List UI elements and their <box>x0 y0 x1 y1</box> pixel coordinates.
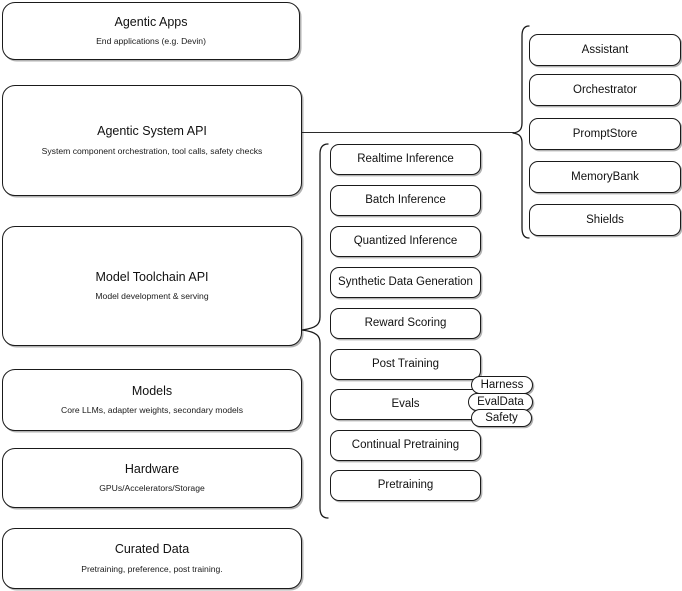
capability-label: Post Training <box>371 358 440 371</box>
layer-subtitle: Model development & serving <box>95 291 209 302</box>
layer-subtitle: System component orchestration, tool cal… <box>41 145 263 156</box>
system-component-label: MemoryBank <box>571 170 639 183</box>
layer-title: Curated Data <box>114 542 190 557</box>
layer-title: Model Toolchain API <box>95 269 209 284</box>
layer-title: Agentic System API <box>97 124 207 139</box>
capability-reward-scoring[interactable]: Reward Scoring <box>330 308 481 339</box>
capability-continual-pretraining[interactable]: Continual Pretraining <box>330 430 481 461</box>
capability-pretraining[interactable]: Pretraining <box>330 470 481 501</box>
system-component-label: Shields <box>586 213 624 226</box>
layer-box-hardware[interactable]: Hardware GPUs/Accelerators/Storage <box>2 448 302 508</box>
layer-subtitle: GPUs/Accelerators/Storage <box>99 483 205 494</box>
layer-subtitle: Pretraining, preference, post training. <box>81 563 223 574</box>
evals-tag-harness[interactable]: Harness <box>471 376 533 394</box>
brace-system-components <box>511 24 531 240</box>
capability-realtime-inference[interactable]: Realtime Inference <box>330 144 481 175</box>
system-component-label: Orchestrator <box>573 83 637 96</box>
layer-title: Hardware <box>124 461 180 476</box>
system-component-memorybank[interactable]: MemoryBank <box>529 161 681 193</box>
capability-synthetic-data-generation[interactable]: Synthetic Data Generation <box>330 267 481 298</box>
brace-toolchain-capabilities <box>300 142 330 520</box>
capability-label: Pretraining <box>377 479 434 492</box>
evals-tag-label: Safety <box>485 411 518 424</box>
capability-label: Quantized Inference <box>353 235 458 248</box>
layer-subtitle: End applications (e.g. Devin) <box>96 36 206 47</box>
system-component-promptstore[interactable]: PromptStore <box>529 118 681 150</box>
layer-box-agentic-apps[interactable]: Agentic Apps End applications (e.g. Devi… <box>2 2 300 60</box>
system-component-assistant[interactable]: Assistant <box>529 34 681 66</box>
capability-label: Reward Scoring <box>364 317 447 330</box>
evals-tag-label: EvalData <box>477 395 524 408</box>
capability-evals[interactable]: Evals <box>330 389 481 420</box>
layer-box-model-toolchain-api[interactable]: Model Toolchain API Model development & … <box>2 226 302 346</box>
system-component-shields[interactable]: Shields <box>529 204 681 236</box>
layer-box-curated-data[interactable]: Curated Data Pretraining, preference, po… <box>2 528 302 589</box>
evals-tag-label: Harness <box>480 378 524 391</box>
system-component-label: PromptStore <box>572 127 638 140</box>
capability-post-training[interactable]: Post Training <box>330 349 481 380</box>
layer-box-agentic-system-api[interactable]: Agentic System API System component orch… <box>2 85 302 196</box>
capability-batch-inference[interactable]: Batch Inference <box>330 185 481 216</box>
layer-title: Models <box>131 383 173 398</box>
system-component-orchestrator[interactable]: Orchestrator <box>529 74 681 106</box>
capability-quantized-inference[interactable]: Quantized Inference <box>330 226 481 257</box>
capability-label: Batch Inference <box>365 194 446 207</box>
capability-label: Evals <box>391 398 420 411</box>
system-component-label: Assistant <box>581 43 629 56</box>
layer-box-models[interactable]: Models Core LLMs, adapter weights, secon… <box>2 369 302 431</box>
capability-label: Realtime Inference <box>357 153 454 166</box>
layer-subtitle: Core LLMs, adapter weights, secondary mo… <box>61 405 243 416</box>
connector-line-system-api-to-components <box>302 132 514 134</box>
layer-title: Agentic Apps <box>114 14 188 29</box>
capability-label: Continual Pretraining <box>351 439 460 452</box>
evals-tag-safety[interactable]: Safety <box>471 409 532 427</box>
capability-label: Synthetic Data Generation <box>338 276 473 289</box>
